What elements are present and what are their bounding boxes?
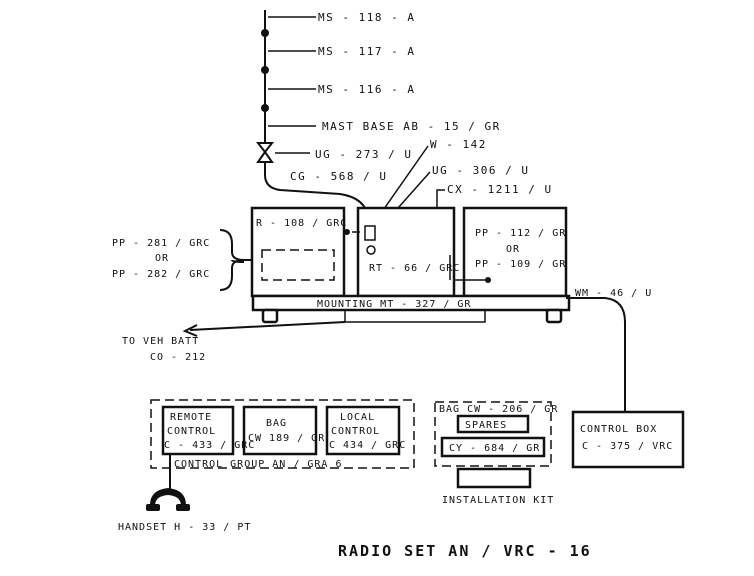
spares-bag-outline bbox=[434, 401, 552, 467]
local-control-box bbox=[325, 405, 401, 456]
remote-line1: REMOTE bbox=[170, 412, 212, 423]
spares-bag-label: BAG CW - 206 / GR bbox=[439, 404, 558, 415]
handset-icon bbox=[150, 488, 186, 506]
pp112-label: PP - 112 / GR bbox=[475, 228, 566, 239]
r108-inner-panel bbox=[261, 249, 335, 281]
receiver-transmitter-rt66 bbox=[344, 206, 456, 298]
control-box bbox=[571, 410, 685, 469]
spares-bag bbox=[434, 401, 552, 489]
ug273-label: UG - 273 / U bbox=[315, 148, 412, 161]
bag-cw189-box bbox=[242, 405, 318, 456]
local-line3: C 434 / GRC bbox=[329, 440, 406, 451]
pp112-box bbox=[462, 206, 568, 298]
pp112-junction bbox=[485, 277, 491, 283]
control-group-outline bbox=[150, 399, 415, 469]
local-line2: CONTROL bbox=[331, 426, 380, 437]
handset-mouthpiece-icon bbox=[176, 504, 190, 511]
ms117-label: MS - 117 - A bbox=[318, 45, 415, 58]
cg568-label: CG - 568 / U bbox=[290, 170, 387, 183]
mounting-label: MOUNTING MT - 327 / GR bbox=[317, 299, 471, 310]
mounting-foot-right bbox=[545, 308, 563, 324]
remote-control-box bbox=[161, 405, 235, 456]
mast-joint bbox=[261, 104, 269, 112]
battery-line1: TO VEH BATT bbox=[122, 336, 199, 347]
rt66-knob bbox=[366, 245, 376, 255]
r108-label: R - 108 / GRC bbox=[256, 218, 347, 229]
spares-label: SPARES bbox=[465, 420, 507, 431]
battery-arrow bbox=[182, 324, 198, 337]
pp-or-label: OR bbox=[506, 244, 520, 255]
ms118-label: MS - 118 - A bbox=[318, 11, 415, 24]
control-group-caption: CONTROL GROUP AN / GRA 6 bbox=[174, 459, 343, 470]
pp281-or-label: OR bbox=[155, 253, 169, 264]
handset-label: HANDSET H - 33 / PT bbox=[118, 522, 251, 533]
mounting-foot-left bbox=[261, 308, 279, 324]
mast-assembly bbox=[255, 10, 370, 229]
power-supply-pp112 bbox=[455, 206, 568, 298]
battery-line2: CO - 212 bbox=[150, 352, 206, 363]
control-box-line2: C - 375 / VRC bbox=[582, 441, 673, 452]
control-group bbox=[150, 399, 415, 469]
ug273-connector-bottom bbox=[256, 150, 274, 163]
bag-line2: CW 189 / GR bbox=[248, 433, 325, 444]
rt66-antenna-connector bbox=[364, 225, 376, 241]
ug273-connector-top bbox=[255, 142, 275, 154]
mast-base-label: MAST BASE AB - 15 / GR bbox=[322, 120, 501, 133]
mounting-mt327 bbox=[251, 294, 571, 324]
power-supply-brace bbox=[219, 229, 252, 291]
installation-kit-label: INSTALLATION KIT bbox=[442, 495, 554, 506]
rt66-label: RT - 66 / GRC bbox=[369, 263, 460, 274]
handset-earpiece-icon bbox=[146, 504, 160, 511]
wm46-label: WM - 46 / U bbox=[575, 288, 652, 299]
cx1211-label: CX - 1211 / U bbox=[447, 183, 553, 196]
control-box-line1: CONTROL BOX bbox=[580, 424, 657, 435]
w142-label: W - 142 bbox=[430, 138, 487, 151]
cy684-box bbox=[440, 436, 546, 458]
bag-line1: BAG bbox=[266, 418, 287, 429]
remote-line2: CONTROL bbox=[167, 426, 216, 437]
mast-joint bbox=[261, 29, 269, 37]
cy684-label: CY - 684 / GR bbox=[449, 443, 540, 454]
handset bbox=[146, 454, 190, 511]
mast-joint bbox=[261, 66, 269, 74]
battery-cable bbox=[189, 321, 346, 331]
ug306-label: UG - 306 / U bbox=[432, 164, 529, 177]
local-line1: LOCAL bbox=[340, 412, 375, 423]
rt66-box bbox=[356, 206, 456, 298]
pp281-label: PP - 281 / GRC bbox=[112, 238, 210, 249]
remote-line3: C - 433 / GRC bbox=[164, 440, 255, 451]
installation-kit-box bbox=[456, 467, 532, 489]
ms116-label: MS - 116 - A bbox=[318, 83, 415, 96]
diagram-title: RADIO SET AN / VRC - 16 bbox=[338, 542, 592, 560]
pp109-label: PP - 109 / GR bbox=[475, 259, 566, 270]
pp282-label: PP - 282 / GRC bbox=[112, 269, 210, 280]
spares-box bbox=[456, 414, 530, 434]
mounting-base-tray bbox=[344, 309, 486, 323]
receiver-r108 bbox=[250, 206, 346, 298]
r108-box bbox=[250, 206, 346, 298]
wm46-cable bbox=[566, 297, 626, 412]
r108-rt66-junction bbox=[344, 229, 350, 235]
